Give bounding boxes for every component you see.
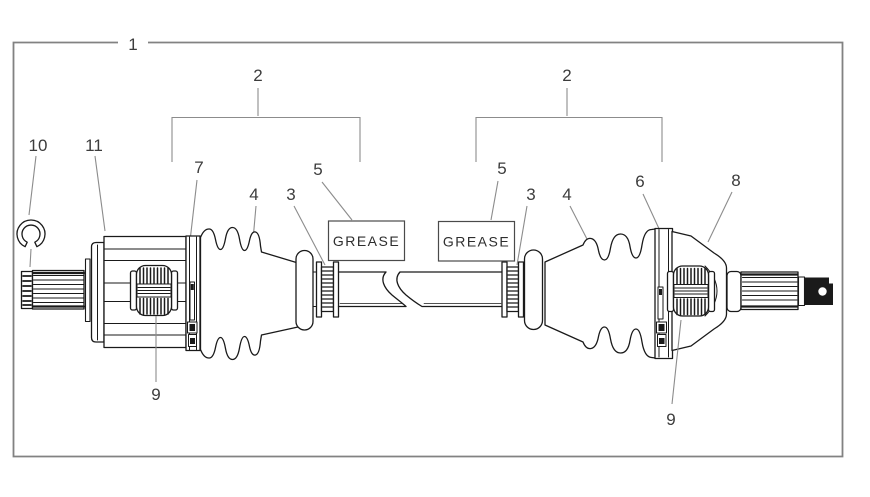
shaft-right-segment [396, 271, 504, 308]
bearing-left-mid-lines [137, 287, 171, 294]
callout-7: 7 [194, 158, 203, 177]
callout-2-right: 2 [562, 66, 571, 85]
axle-shaft [337, 271, 504, 308]
callout-5-right: 5 [497, 159, 506, 178]
bearing-right-tab-b [707, 270, 716, 313]
threaded-end-notch [829, 277, 833, 284]
clamp7-slot-tick [190, 284, 194, 290]
boot-neck-right [523, 249, 544, 331]
axle-drawing [16, 219, 833, 361]
output-spline-edge-bands [740, 273, 799, 308]
clamp6-tail-inner [659, 338, 665, 344]
left-stub-spline-body [31, 269, 85, 310]
callout-9-right: 9 [666, 410, 675, 429]
left-stub-spline-lines [32, 274, 85, 304]
leader-3-left [293, 205, 326, 266]
clamp3r-flange-b [517, 261, 525, 318]
callout-labels: 1 2 2 10 11 7 4 3 5 5 3 4 6 8 9 9 [29, 35, 741, 429]
leader-lines [28, 88, 733, 268]
bearing-left-tab-b [170, 270, 179, 311]
callout-8: 8 [731, 171, 740, 190]
leader-3-right [516, 205, 528, 266]
output-washer [797, 276, 806, 307]
callout-1: 1 [128, 35, 137, 54]
boot-neck-left [295, 249, 314, 331]
clamp6-slot-tick [659, 289, 662, 295]
grease-label-left: GREASE [333, 233, 400, 249]
output-stub-shaft [726, 270, 833, 313]
bearing-left-teeth-bottom [139, 297, 169, 315]
shaft-left-segment [337, 271, 407, 308]
clamp3l-flange-b [332, 261, 340, 318]
bearing-left-teeth-top [139, 267, 169, 285]
tripod-bearing-right [666, 265, 716, 317]
bracket-right [475, 116, 663, 162]
clamp3l-band [320, 266, 335, 313]
bearing-left-tab-a [129, 270, 138, 311]
output-neck [726, 270, 742, 313]
left-stub-shaft [20, 258, 91, 323]
left-stub-washer [84, 258, 91, 323]
callout-9-left: 9 [151, 385, 160, 404]
leader-8 [707, 191, 733, 243]
leader-9-right [671, 319, 682, 405]
callout-3-right: 3 [526, 185, 535, 204]
callout-10: 10 [29, 136, 48, 155]
grease-callouts: GREASE GREASE [327, 220, 516, 262]
boot-clamp-large-left [185, 235, 201, 352]
tripod-bearing-left [129, 264, 179, 317]
callout-6: 6 [635, 172, 644, 191]
grease-box-left [327, 220, 406, 262]
cv-boot-right [544, 228, 673, 359]
callout-2-left: 2 [253, 66, 262, 85]
snap-ring [16, 219, 46, 248]
clamp3r-flange-a [501, 261, 508, 318]
leader-5-right [490, 180, 499, 221]
boot-clamp-small-left [312, 261, 340, 318]
leader-lines-9 [155, 316, 682, 405]
clamp3r-band [506, 266, 520, 313]
bearing-right-tab-a [666, 270, 675, 313]
leader-5-left [321, 181, 353, 221]
clamp3r-ribs [507, 270, 519, 308]
left-stub-end-cap-stripes [22, 275, 32, 306]
bearing-right-teeth-top [676, 267, 706, 285]
grease-box-right [437, 220, 516, 262]
callout-4-left: 4 [249, 185, 258, 204]
threaded-end-hole [818, 287, 827, 296]
cv-boot-left [199, 226, 299, 361]
bearing-right-teeth-bottom [676, 298, 706, 316]
output-spline-lines [741, 276, 798, 301]
leader-6 [642, 193, 662, 234]
clamp7-buckle-inner [189, 324, 195, 331]
left-stub-end-cap [20, 270, 34, 310]
leader-7 [189, 179, 198, 242]
callout-5-left: 5 [313, 160, 322, 179]
leader-11 [94, 155, 106, 232]
clamp3l-ribs [321, 270, 334, 308]
grease-label-right: GREASE [443, 234, 510, 250]
bearing-right-mid-lines [674, 287, 708, 295]
boot-clamp-small-right [501, 261, 525, 318]
callout-4-right: 4 [562, 185, 571, 204]
diagram-frame [12, 41, 844, 458]
clamp7-tail-inner [190, 338, 195, 344]
callout-3-left: 3 [286, 185, 295, 204]
clamp7-slot [189, 281, 195, 321]
clamp3l-flange-a [315, 261, 323, 318]
left-stub-edge-bands [31, 271, 86, 308]
leader-4-right [569, 205, 589, 242]
clamp6-slot [657, 286, 664, 320]
leader-10 [28, 155, 37, 268]
clamp6-buckle-inner [658, 324, 665, 331]
bracket-left [171, 116, 361, 162]
callout-11: 11 [85, 136, 103, 155]
inner-housing-rings [103, 248, 187, 336]
